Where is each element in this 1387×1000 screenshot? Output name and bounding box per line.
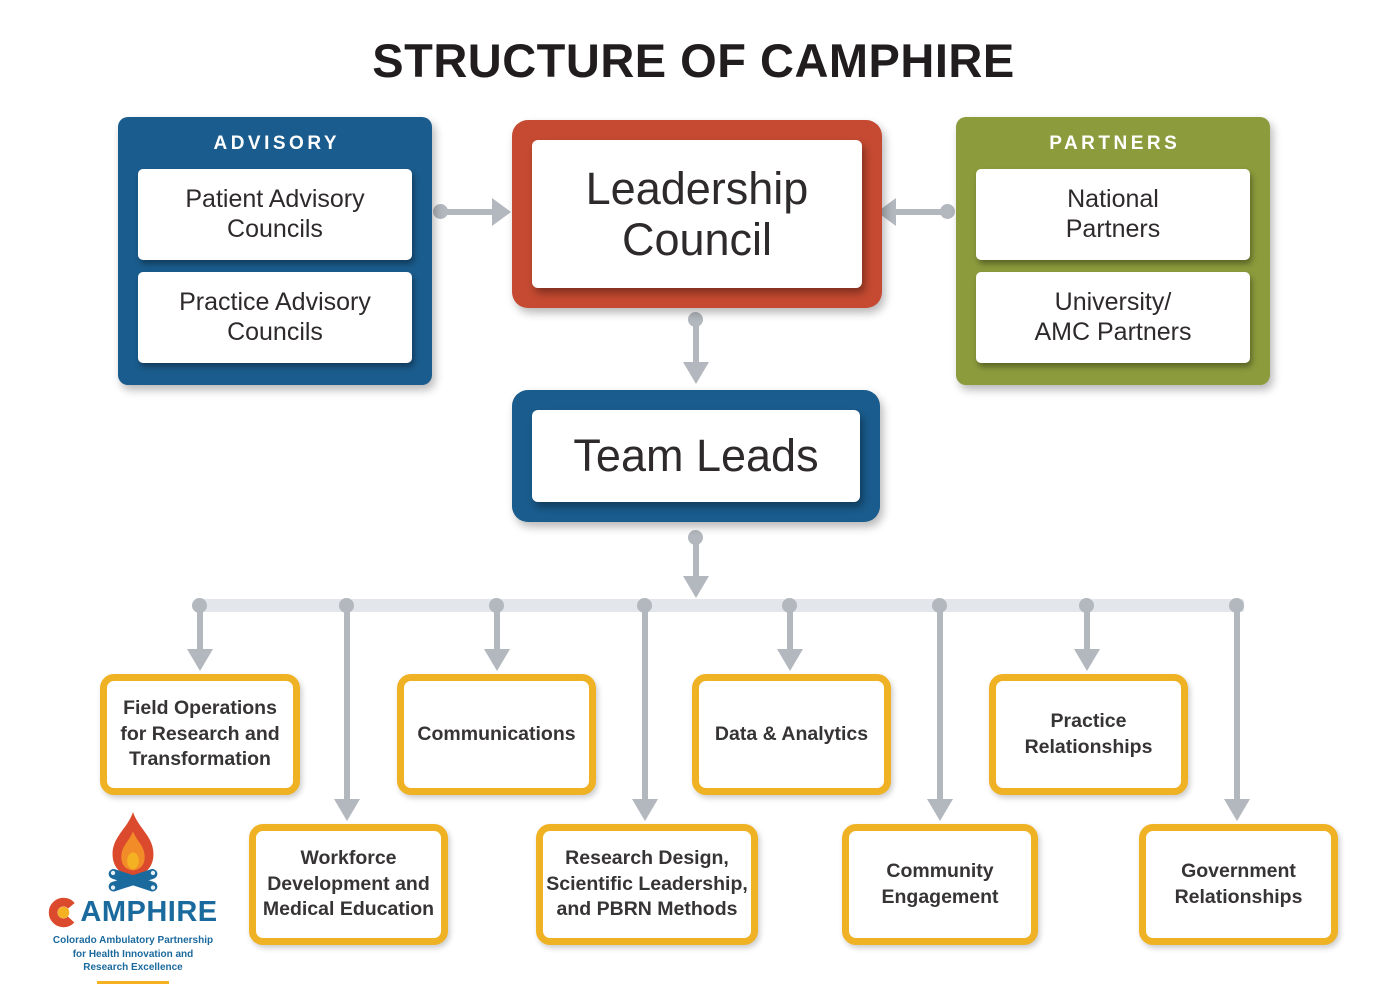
arrow-down-icon: [683, 576, 709, 598]
connector-dot: [688, 530, 703, 545]
patient-advisory-councils-box: Patient Advisory Councils: [138, 169, 412, 260]
connector-dot: [932, 598, 947, 613]
arrow-right-icon: [492, 198, 511, 226]
connector-dot: [339, 598, 354, 613]
connector-dot: [192, 598, 207, 613]
connector-dot: [1229, 598, 1244, 613]
team-leads-label: Team Leads: [532, 410, 860, 502]
arrow-down-icon: [484, 649, 510, 671]
practice-advisory-councils-box: Practice Advisory Councils: [138, 272, 412, 363]
camphire-logo: AMPHIRE Colorado Ambulatory Partnership …: [38, 810, 228, 984]
advisory-group-label: ADVISORY: [213, 133, 341, 154]
connector-dot: [1079, 598, 1094, 613]
arrow-down-icon: [683, 362, 709, 384]
connector-line: [344, 605, 350, 801]
logo-underline: [97, 980, 169, 984]
colorado-c-icon: [49, 897, 79, 928]
connector-line: [1234, 605, 1240, 801]
campfire-flame-icon: [108, 812, 158, 892]
camphire-wordmark-text: AMPHIRE: [80, 896, 218, 928]
page-title: STRUCTURE OF CAMPHIRE: [372, 34, 1015, 87]
team-box-research-design: Research Design, Scientific Leadership, …: [536, 824, 758, 945]
connector-dot: [433, 204, 448, 219]
connector-line: [494, 605, 500, 651]
team-box-workforce-development: Workforce Development and Medical Educat…: [249, 824, 448, 945]
connector-dot: [489, 598, 504, 613]
connector-line: [1084, 605, 1090, 651]
team-box-data-analytics: Data & Analytics: [692, 674, 891, 795]
connector-line: [642, 605, 648, 801]
arrow-down-icon: [1074, 649, 1100, 671]
connector-line: [894, 209, 946, 215]
arrow-down-icon: [632, 799, 658, 821]
distribution-bar: [196, 599, 1244, 612]
leadership-council-box: Leadership Council: [512, 120, 882, 308]
team-box-communications: Communications: [397, 674, 596, 795]
connector-line: [937, 605, 943, 801]
connector-dot: [940, 204, 955, 219]
connector-line: [197, 605, 203, 651]
team-box-field-operations: Field Operations for Research and Transf…: [100, 674, 300, 795]
connector-dot: [782, 598, 797, 613]
partners-group-box: PARTNERS National Partners University/ A…: [956, 117, 1270, 385]
team-leads-box: Team Leads: [512, 390, 880, 522]
partners-group-label: PARTNERS: [1049, 133, 1181, 154]
connector-line: [693, 536, 699, 578]
connector-line: [787, 605, 793, 651]
team-box-practice-relationships: Practice Relationships: [989, 674, 1188, 795]
team-box-community-engagement: Community Engagement: [842, 824, 1038, 945]
arrow-down-icon: [927, 799, 953, 821]
national-partners-box: National Partners: [976, 169, 1250, 260]
camphire-tagline: Colorado Ambulatory Partnership for Heal…: [52, 935, 214, 973]
camphire-wordmark: AMPHIRE: [38, 896, 228, 929]
team-box-government-relationships: Government Relationships: [1139, 824, 1338, 945]
arrow-down-icon: [334, 799, 360, 821]
advisory-group-box: ADVISORY Patient Advisory Councils Pract…: [118, 117, 432, 385]
arrow-down-icon: [777, 649, 803, 671]
arrow-down-icon: [187, 649, 213, 671]
leadership-council-label: Leadership Council: [532, 140, 862, 288]
university-amc-partners-box: University/ AMC Partners: [976, 272, 1250, 363]
connector-dot: [637, 598, 652, 613]
connector-line: [693, 318, 699, 364]
connector-line: [440, 209, 496, 215]
connector-dot: [688, 312, 703, 327]
arrow-down-icon: [1224, 799, 1250, 821]
